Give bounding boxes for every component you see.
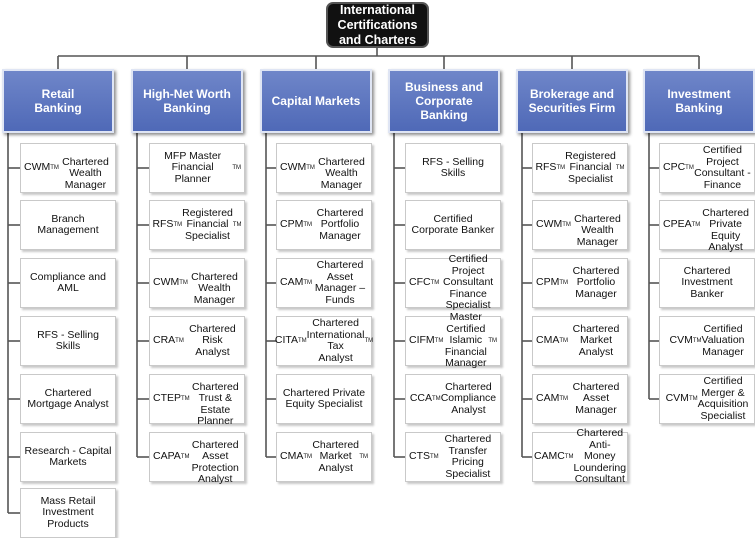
certification-item: Research - Capital Markets [20, 432, 116, 482]
certification-item: Mass Retail Investment Products [20, 488, 116, 538]
certification-item: Chartered Mortgage Analyst [20, 374, 116, 424]
certification-item: Chartered Private Equity Specialist [276, 374, 372, 424]
certification-item: RFS - Selling Skills [405, 143, 501, 193]
category-heading: Retail Banking [2, 69, 114, 133]
certification-item: RFS - Selling Skills [20, 316, 116, 366]
category-heading: Investment Banking [643, 69, 755, 133]
category-heading: High-Net Worth Banking [131, 69, 243, 133]
category-heading: Capital Markets [260, 69, 372, 133]
category-heading: Business and Corporate Banking [388, 69, 500, 133]
category-heading: Brokerage and Securities Firm [516, 69, 628, 133]
root-node: International Certifications and Charter… [326, 2, 429, 48]
certification-item: Branch Management [20, 200, 116, 250]
certification-item: Compliance and AML [20, 258, 116, 308]
certification-item: Certified Corporate Banker [405, 200, 501, 250]
certification-item: Chartered Investment Banker [659, 258, 755, 308]
